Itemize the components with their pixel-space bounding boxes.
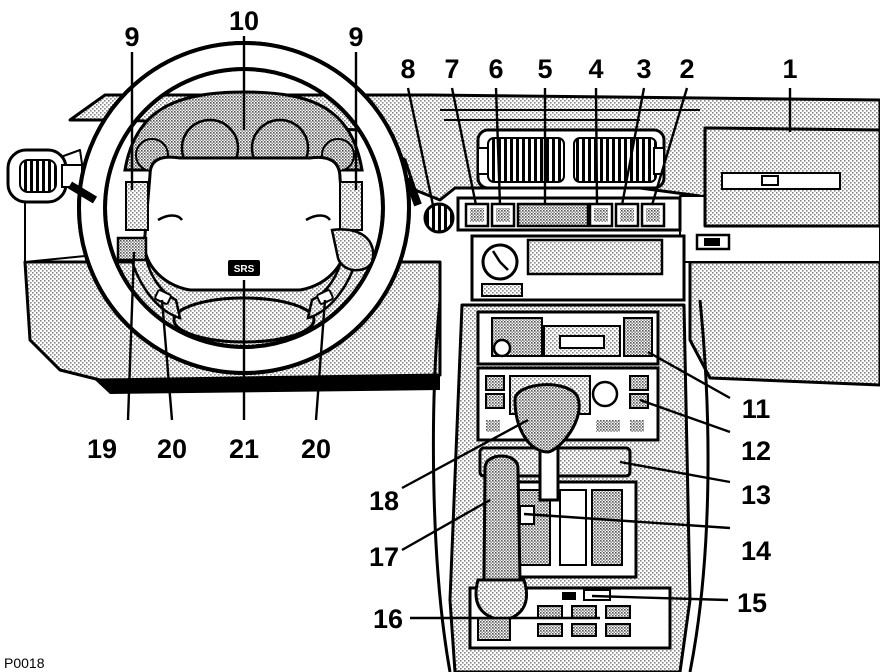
handbrake-lever bbox=[474, 454, 528, 641]
callout-label: 11 bbox=[742, 394, 771, 424]
callout-label: 5 bbox=[537, 54, 552, 84]
callout-label: 1 bbox=[782, 54, 797, 84]
callout-label: 7 bbox=[444, 54, 459, 84]
callout-label: 12 bbox=[741, 436, 771, 466]
srs-badge-label: SRS bbox=[234, 264, 255, 275]
callout-label: 16 bbox=[373, 604, 403, 634]
callout-label: 20 bbox=[301, 434, 331, 464]
callout-label: 4 bbox=[588, 54, 603, 84]
callout-label: 21 bbox=[229, 434, 259, 464]
callout-label: 8 bbox=[400, 54, 415, 84]
callout-label: 6 bbox=[488, 54, 503, 84]
callout-label: 19 bbox=[87, 434, 117, 464]
callout-label: 10 bbox=[229, 6, 259, 36]
callout-label: 2 bbox=[679, 54, 694, 84]
leader-lines bbox=[126, 36, 792, 620]
gear-selector bbox=[513, 383, 581, 502]
callout-label: 15 bbox=[737, 588, 767, 618]
left-air-vent bbox=[6, 148, 83, 204]
callout-label: 18 bbox=[369, 486, 399, 516]
callout-label: 20 bbox=[157, 434, 187, 464]
figure-id: P0018 bbox=[4, 655, 45, 671]
callout-label: 17 bbox=[369, 542, 399, 572]
callout-numbers: 1 2 3 4 5 6 7 8 9 9 10 11 12 13 14 15 16… bbox=[87, 6, 798, 634]
callout-label: 14 bbox=[741, 536, 771, 566]
callout-label: 13 bbox=[741, 480, 771, 510]
callout-label: 9 bbox=[124, 22, 139, 52]
callout-label: 9 bbox=[348, 22, 363, 52]
callout-label: 3 bbox=[636, 54, 651, 84]
